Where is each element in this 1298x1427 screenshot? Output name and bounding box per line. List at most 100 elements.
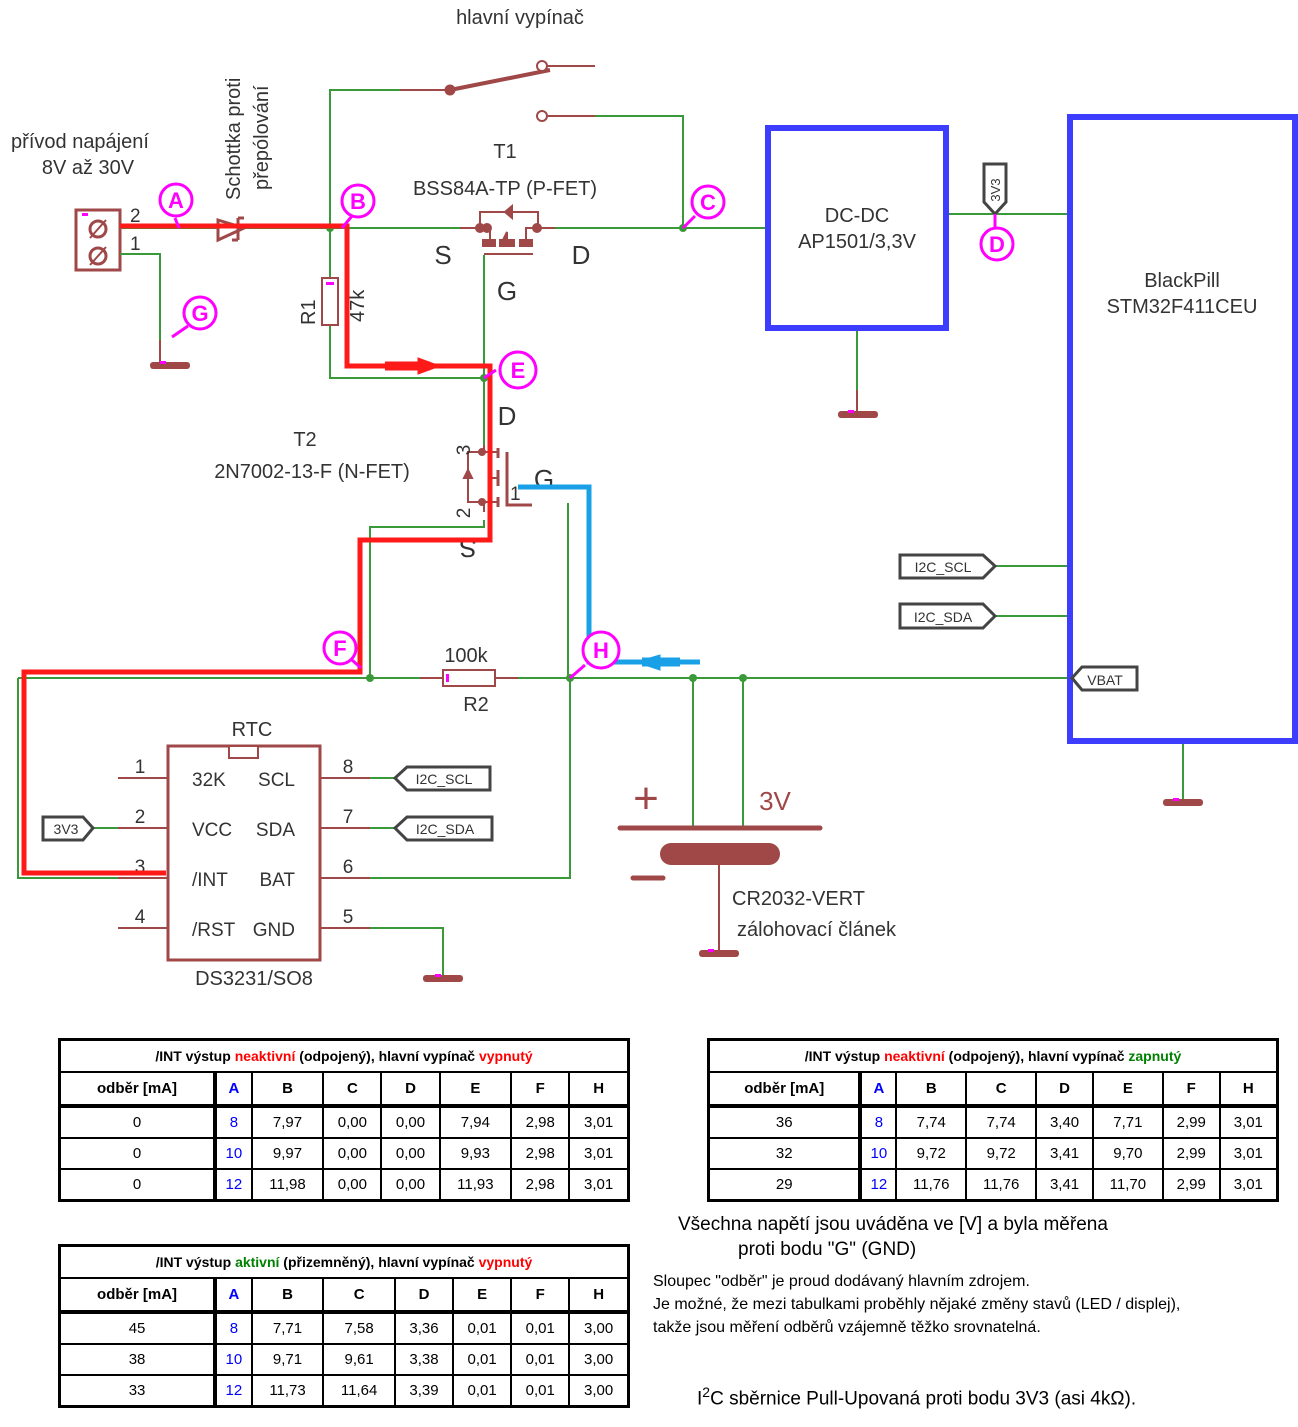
- svg-text:32K: 32K: [192, 770, 226, 791]
- dcdc-part: AP1501/3,3V: [798, 231, 917, 253]
- table-title: /INT výstup aktivní (přizemněný), hlavní…: [58, 1244, 630, 1279]
- ground-icon: [838, 390, 878, 418]
- t2-drain-label: D: [498, 401, 517, 431]
- svg-text:B: B: [350, 189, 366, 214]
- note-i2c-pullup: I2C sběrnice Pull-Upovaná proti bodu 3V3…: [697, 1384, 1137, 1410]
- svg-text:E: E: [511, 358, 526, 383]
- svg-text:SDA: SDA: [256, 820, 295, 841]
- r2-resistor: [420, 669, 518, 687]
- rtc-chip: [118, 744, 370, 962]
- r1-resistor: [321, 277, 339, 326]
- marker-G: [171, 295, 218, 339]
- battery-plus-sign: +: [633, 774, 659, 823]
- svg-text:6: 6: [343, 857, 354, 878]
- svg-text:A: A: [168, 188, 184, 213]
- power-input-label: přívod napájení: [11, 131, 149, 153]
- circuit-schematic: hlavní vypínač 2 1 přívod napájení 8V až…: [11, 7, 1298, 990]
- note-current-line3: takže jsou měření odběrů vzájemně těžko …: [653, 1319, 1041, 1336]
- rtc-name: RTC: [232, 719, 273, 741]
- net-flag-3v3-vertical: 3V3: [982, 162, 1008, 217]
- svg-text:BAT: BAT: [259, 870, 295, 891]
- svg-text:GND: GND: [253, 920, 295, 941]
- power-connector: 2 1: [74, 206, 141, 272]
- svg-text:C: C: [700, 190, 716, 215]
- schottky-label-1: Schottka proti: [223, 78, 245, 200]
- svg-text:I2C_SDA: I2C_SDA: [416, 821, 475, 837]
- main-switch[interactable]: [400, 60, 595, 122]
- svg-text:H: H: [593, 638, 609, 663]
- ground-icon: [150, 340, 190, 369]
- t1-name: T1: [493, 141, 516, 163]
- svg-text:7: 7: [343, 807, 354, 828]
- measurement-table-inactive-switch-on: /INT výstup neaktivní (odpojený), hlavní…: [707, 1038, 1279, 1202]
- table-title: /INT výstup neaktivní (odpojený), hlavní…: [707, 1038, 1279, 1073]
- svg-text:/RST: /RST: [192, 920, 236, 941]
- svg-text:G: G: [191, 301, 208, 326]
- svg-text:1: 1: [135, 757, 146, 778]
- marker-letters: A B C D E F G H: [168, 188, 1005, 663]
- svg-text:I2C_SCL: I2C_SCL: [416, 771, 473, 787]
- svg-text:3V3: 3V3: [54, 821, 79, 837]
- backup-battery: [617, 825, 823, 950]
- svg-text:I2C_SDA: I2C_SDA: [914, 609, 973, 625]
- note-voltages-line2: proti bodu "G" (GND): [738, 1239, 917, 1260]
- t2-pin-2: 2: [454, 508, 475, 519]
- t2-part: 2N7002-13-F (N-FET): [214, 461, 410, 483]
- marker-C: [681, 184, 726, 230]
- main-switch-label: hlavní vypínač: [456, 7, 584, 29]
- t2-nfet: [462, 445, 532, 512]
- r1-value: 47k: [347, 289, 369, 322]
- junction-dots: [326, 224, 747, 682]
- t1-source-label: S: [434, 240, 451, 270]
- t2-name: T2: [293, 429, 316, 451]
- svg-text:5: 5: [343, 907, 354, 928]
- t2-pin-1: 1: [510, 484, 521, 505]
- gate-path-highlight: [518, 484, 700, 671]
- dcdc-label: DC-DC: [825, 205, 889, 227]
- t1-part: BSS84A-TP (P-FET): [413, 178, 597, 200]
- schottky-diode: [216, 216, 249, 243]
- svg-text:D: D: [989, 232, 1005, 257]
- note-voltages-line1: Všechna napětí jsou uváděna ve [V] a byl…: [678, 1214, 1108, 1235]
- blackpill-module: [1067, 114, 1298, 744]
- net-flag-vbat: VBAT: [1070, 665, 1139, 692]
- svg-text:SCL: SCL: [258, 770, 295, 791]
- svg-text:/INT: /INT: [192, 870, 228, 891]
- net-flag-i2c-sda-mcu: I2C_SDA: [898, 602, 998, 630]
- battery-part: CR2032-VERT: [732, 888, 865, 910]
- power-input-range: 8V až 30V: [42, 157, 135, 179]
- measurement-table-active-switch-off: /INT výstup aktivní (přizemněný), hlavní…: [58, 1244, 630, 1408]
- svg-text:VCC: VCC: [192, 820, 232, 841]
- marker-B: [340, 183, 376, 229]
- svg-text:3V3: 3V3: [988, 178, 1003, 201]
- net-flag-i2c-sda-rtc: I2C_SDA: [392, 815, 494, 842]
- svg-text:4: 4: [135, 907, 146, 928]
- t2-pin-3: 3: [454, 445, 475, 456]
- ground-icon: [1163, 798, 1203, 806]
- net-flag-i2c-scl-rtc: I2C_SCL: [392, 765, 492, 792]
- rtc-left-pins: 1 32K 2 VCC 3 /INT 4 /RST: [135, 757, 236, 941]
- battery-voltage: 3V: [759, 786, 791, 816]
- battery-description: zálohovací článek: [737, 919, 897, 941]
- svg-text:F: F: [333, 636, 346, 661]
- current-path-highlight: [21, 223, 493, 876]
- t1-gate-label: G: [497, 276, 517, 306]
- ground-icon: [423, 974, 463, 982]
- marker-H: [569, 630, 621, 680]
- marker-D: [979, 214, 1015, 262]
- t1-pfet: [460, 203, 555, 255]
- rtc-right-pins: 8 SCL 7 SDA 6 BAT 5 GND: [253, 757, 354, 941]
- svg-text:3: 3: [135, 857, 146, 878]
- table-title: /INT výstup neaktivní (odpojený), hlavní…: [58, 1038, 630, 1073]
- r2-value: 100k: [444, 645, 488, 667]
- net-flag-3v3-rtc: 3V3: [41, 815, 95, 842]
- rtc-part: DS3231/SO8: [195, 968, 313, 990]
- blackpill-part: STM32F411CEU: [1107, 296, 1258, 318]
